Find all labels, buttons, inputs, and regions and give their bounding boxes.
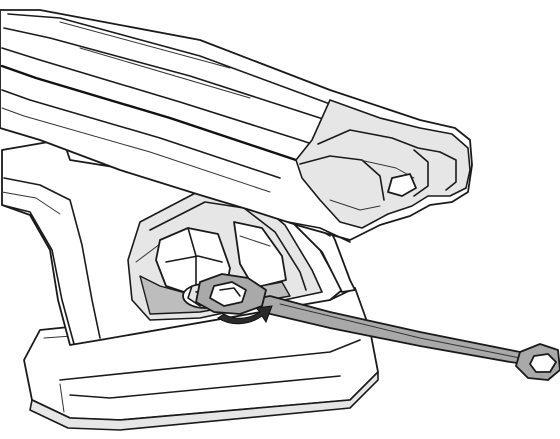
foot-base-plate — [23, 287, 379, 431]
wrench — [195, 273, 560, 381]
clockwise-rotation-arrow-icon — [217, 305, 273, 325]
cross-bar — [0, 9, 473, 243]
